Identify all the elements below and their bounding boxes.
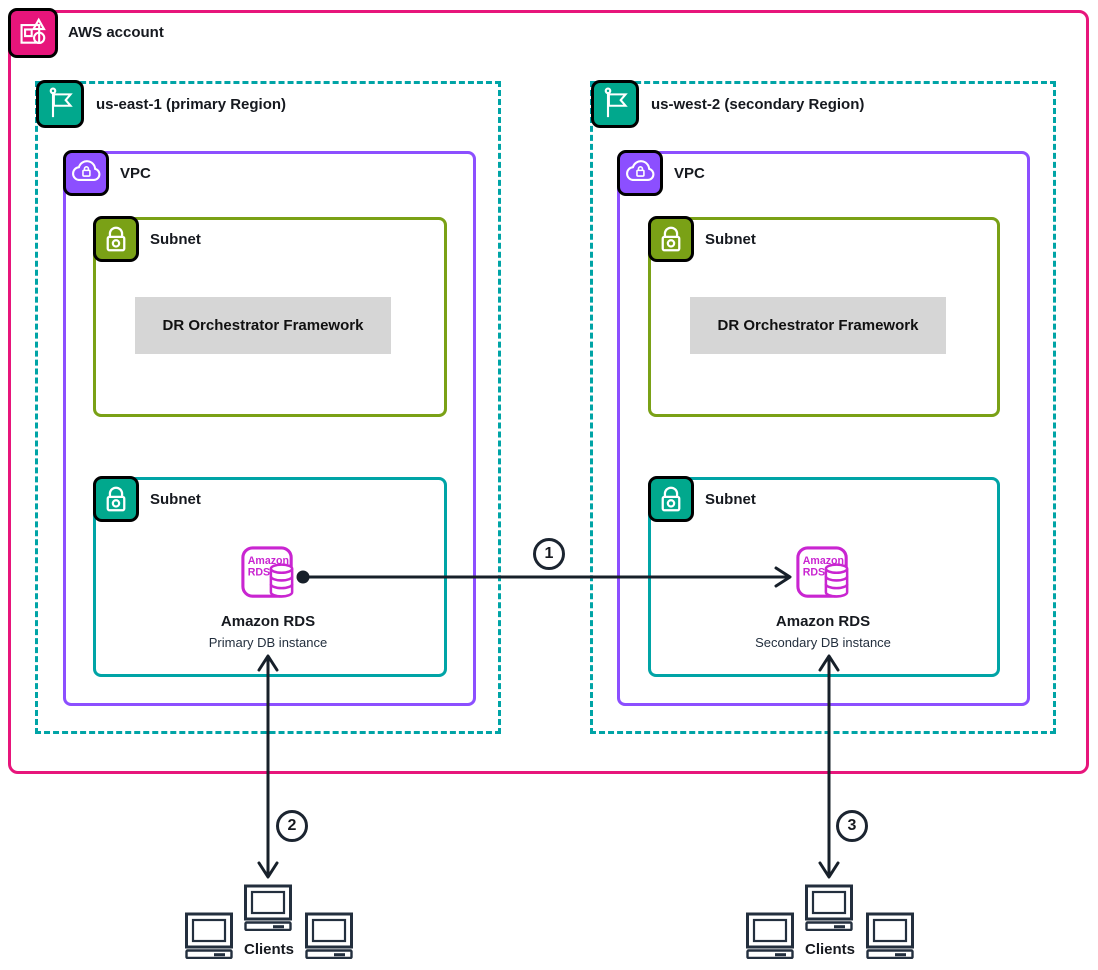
framework-box-secondary: DR Orchestrator Framework: [690, 297, 946, 354]
vpc-cloud-lock-glyph: [626, 160, 655, 181]
aws-account-label: AWS account: [68, 24, 164, 41]
subnet-label: Subnet: [705, 231, 756, 248]
rds-instance-label: Primary DB instance: [208, 635, 328, 650]
framework-box-primary: DR Orchestrator Framework: [135, 297, 391, 354]
region-flag-icon: [36, 80, 84, 128]
vpc-box-primary: [63, 151, 476, 706]
vpc-cloud-lock-glyph: [72, 160, 101, 181]
client-monitor-icon: [745, 912, 795, 959]
subnet-lock-icon: [648, 476, 694, 522]
flag-glyph: [49, 87, 73, 118]
rds-icon-text-2: RDS: [803, 566, 825, 578]
rds-caption-secondary: Amazon RDS Secondary DB instance: [713, 613, 933, 650]
vpc-label-primary: VPC: [120, 165, 151, 182]
rds-glyph: Amazon RDS: [241, 546, 294, 598]
clients-label-primary: Clients: [243, 941, 294, 958]
region-flag-icon: [591, 80, 639, 128]
arrowhead-down-icon: [257, 861, 279, 879]
vpc-box-secondary: [617, 151, 1030, 706]
rds-name-label: Amazon RDS: [220, 613, 316, 630]
region-label-secondary: us-west-2 (secondary Region): [651, 96, 865, 113]
client-monitor-icon: [304, 912, 354, 959]
vpc-label-secondary: VPC: [674, 165, 705, 182]
client-monitor-icon: [184, 912, 234, 959]
region-label-primary: us-east-1 (primary Region): [96, 96, 287, 113]
subnet-box-public-primary: [93, 217, 447, 417]
arrowhead-down-icon: [818, 861, 840, 879]
rds-name-label: Amazon RDS: [775, 613, 871, 630]
subnet-lock-icon: [93, 216, 139, 262]
flag-glyph: [604, 87, 628, 118]
client-monitor-icon: [243, 884, 293, 931]
subnet-lock-icon: [93, 476, 139, 522]
region-box-secondary: [590, 81, 1056, 734]
lock-glyph: [661, 226, 681, 252]
subnet-lock-icon: [648, 216, 694, 262]
rds-icon-text-2: RDS: [248, 566, 270, 578]
subnet-box-public-secondary: [648, 217, 1000, 417]
lock-glyph: [106, 486, 126, 512]
vpc-icon: [617, 150, 663, 196]
subnet-label: Subnet: [150, 491, 201, 508]
aws-account-box: [8, 10, 1089, 774]
rds-instance-label: Secondary DB instance: [755, 635, 891, 650]
rds-icon-secondary: Amazon RDS: [795, 545, 851, 601]
lock-glyph: [661, 486, 681, 512]
rds-glyph: Amazon RDS: [796, 546, 849, 598]
connection-badge-2: 2: [276, 810, 308, 842]
client-monitor-icon: [865, 912, 915, 959]
aws-account-glyph: [20, 17, 46, 45]
connection-badge-3: 3: [836, 810, 868, 842]
connection-badge-1: 1: [533, 538, 565, 570]
lock-glyph: [106, 226, 126, 252]
rds-icon-primary: Amazon RDS: [240, 545, 296, 601]
client-monitor-icon: [804, 884, 854, 931]
clients-label-secondary: Clients: [804, 941, 855, 958]
aws-account-icon: [8, 8, 58, 58]
subnet-label: Subnet: [150, 231, 201, 248]
rds-caption-primary: Amazon RDS Primary DB instance: [158, 613, 378, 650]
vpc-icon: [63, 150, 109, 196]
subnet-label: Subnet: [705, 491, 756, 508]
